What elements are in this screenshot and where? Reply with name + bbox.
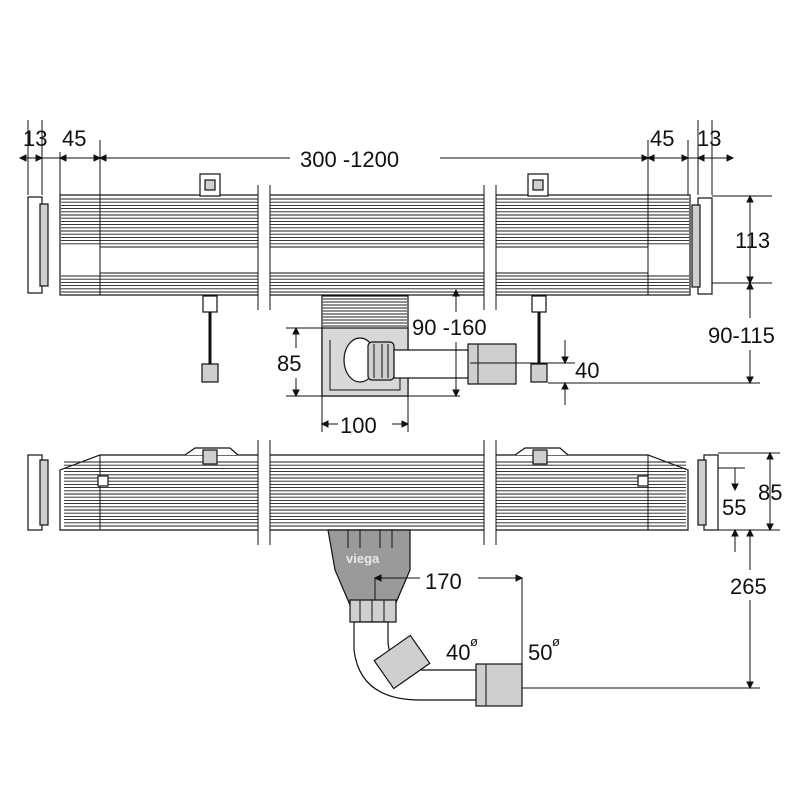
- bracket-top-right: [527, 173, 549, 197]
- dim-total-height: 265: [730, 574, 767, 599]
- dim-outlet-pipe: 40: [575, 358, 599, 383]
- dim-depth: 85: [758, 480, 782, 505]
- pipe-diameter-small: 40 ø: [446, 634, 478, 665]
- channel-body-bottom: [59, 454, 689, 531]
- adjustable-foot-left: [201, 295, 219, 383]
- dim-outlet-adjust: 90 -160: [412, 315, 487, 340]
- bottom-view: viega: [27, 440, 782, 707]
- trap-ribs: [323, 298, 407, 327]
- dim-end-right: 13: [697, 126, 721, 151]
- dim-inner: 55: [722, 495, 746, 520]
- drain-trap: [321, 295, 517, 397]
- dim-trap-width: 100: [340, 413, 377, 438]
- end-cap-right-top: [691, 197, 713, 295]
- brand-logo: viega: [346, 551, 380, 566]
- adjustable-foot-right: [530, 295, 548, 383]
- elbow-pipe: [353, 621, 523, 707]
- dim-trap-height: 85: [277, 351, 301, 376]
- channel-ribs-top: [61, 198, 689, 293]
- break-gap-left-bottom: [258, 440, 270, 545]
- dim-margin-left: 45: [62, 126, 86, 151]
- dim-end-left: 13: [23, 126, 47, 151]
- break-gap-right-top: [484, 185, 496, 310]
- channel-ribs-bottom: [64, 461, 686, 527]
- bracket-top-left: [199, 173, 221, 197]
- dim-adjust-range: 90-115: [708, 323, 775, 348]
- dim-margin-right: 45: [650, 126, 674, 151]
- bracket-bottom-right: [514, 447, 569, 465]
- dim-pipe-small: 40: [446, 640, 470, 665]
- end-cap-left-top: [27, 196, 49, 294]
- diameter-symbol-large: ø: [552, 634, 560, 649]
- diameter-symbol-small: ø: [470, 634, 478, 649]
- end-cap-right-bottom: [697, 454, 719, 531]
- dim-length: 300 -1200: [300, 147, 399, 172]
- break-gap-left-top: [258, 185, 270, 310]
- outlet-funnel: viega: [327, 529, 411, 623]
- dim-pipe-large: 50: [528, 640, 552, 665]
- dim-outlet-offset: 170: [425, 569, 462, 594]
- dimension-lines-top: [18, 120, 772, 432]
- bracket-bottom-left: [184, 447, 239, 465]
- break-gap-right-bottom: [484, 440, 496, 545]
- channel-body-top: [59, 194, 691, 296]
- dimension-lines-bottom: [373, 451, 780, 690]
- top-view: 13 45 300 -1200 45 13 113 90-115 90 -160…: [18, 120, 800, 438]
- dim-height: 113: [735, 228, 770, 253]
- pipe-diameter-large: 50 ø: [528, 634, 560, 665]
- end-cap-left-bottom: [27, 454, 49, 531]
